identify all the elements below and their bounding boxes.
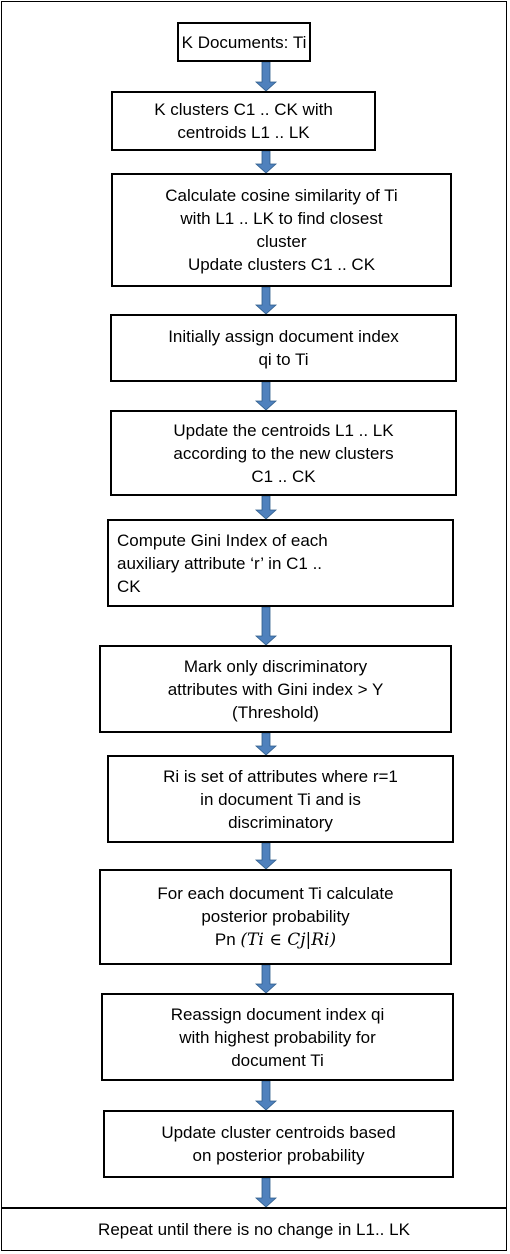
step-text: C1 .. CK [251,466,316,486]
step-text: according to the new clusters [173,443,394,463]
flow-arrow-icon [255,965,277,993]
step-text: K clusters C1 .. CK with [154,100,333,119]
step-box-posterior-probability: For each document Ti calculate posterior… [99,869,452,965]
step-box-clusters: K clusters C1 .. CK with centroids L1 ..… [111,91,376,151]
step-box-reassign-index: Reassign document index qi with highest … [101,993,454,1081]
step-text: posterior probability [201,907,350,926]
step-box-attribute-set: Ri is set of attributes where r=1 in doc… [107,755,454,843]
step-text: Calculate cosine similarity of Ti [165,186,398,205]
step-text: with highest probability for [179,1027,376,1047]
step-box-update-centroids: Update the centroids L1 .. LK according … [110,410,457,496]
step-box-gini-index: Compute Gini Index of each auxiliary att… [107,519,454,607]
step-box-update-cluster-centroids: Update cluster centroids based on poster… [103,1110,454,1178]
flow-arrow-icon [255,151,277,173]
step-text: Mark only discriminatory [183,656,368,676]
step-text: in document Ti and is [200,789,361,809]
step-text: Initially assign document index [168,327,399,346]
step-text: centroids L1 .. LK [177,123,310,142]
step-text: Ri is set of attributes where r=1 [163,766,398,786]
flow-arrow-icon [255,1081,277,1110]
step-text: Update clusters C1 .. CK [187,255,376,274]
probability-formula: Pn (Ti ∈ Cj|Ri) [215,928,336,952]
step-text: attributes with Gini index > Y [167,679,384,699]
step-text: For each document Ti calculate [157,884,394,903]
flow-arrow-icon [255,287,277,314]
formula-prefix: Pn [214,930,236,949]
step-text: Update cluster centroids based [161,1123,396,1142]
step-box-cosine-similarity: Calculate cosine similarity of Ti with L… [111,173,452,287]
flow-arrow-icon [255,733,277,755]
step-text: K Documents: Ti [181,32,307,52]
step-text: on posterior probability [192,1146,365,1165]
step-text: (Threshold) [232,702,319,722]
flow-arrow-icon [255,607,277,645]
step-text: Reassign document index qi [170,1004,385,1024]
step-box-discriminatory: Mark only discriminatory attributes with… [99,645,452,733]
step-text: discriminatory [228,812,333,832]
step-text: auxiliary attribute ‘r’ in C1 .. [117,553,323,573]
formula-expression: (Ti ∈ Cj|Ri) [240,930,337,950]
step-text: cluster [256,232,307,251]
step-text: Update the centroids L1 .. LK [173,420,394,440]
step-text: Compute Gini Index of each [117,530,328,550]
step-text: CK [117,576,141,596]
step-box-documents: K Documents: Ti [177,22,311,62]
step-text: qi to Ti [258,350,309,369]
step-text: document Ti [231,1050,324,1070]
step-box-assign-index: Initially assign document index qi to Ti [110,314,457,382]
repeat-condition: Repeat until there is no change in L1.. … [1,1207,507,1251]
step-text: with L1 .. LK to find closest [180,209,383,228]
flow-arrow-icon [255,843,277,869]
flow-arrow-icon [255,62,277,91]
flow-arrow-icon [255,1178,277,1207]
flow-arrow-icon [255,382,277,410]
flow-arrow-icon [255,496,277,519]
